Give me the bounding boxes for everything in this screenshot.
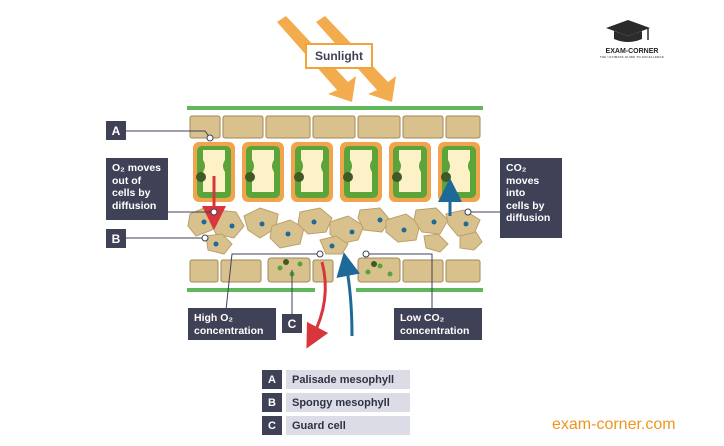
co2-entry-arrow bbox=[336, 252, 361, 337]
o2-exit-arrow bbox=[306, 261, 329, 349]
footer-link[interactable]: exam-corner.com bbox=[552, 416, 676, 433]
palisade-cells bbox=[193, 142, 480, 202]
key-letter: B bbox=[262, 393, 282, 412]
key-row-b: B Spongy mesophyll bbox=[262, 393, 410, 412]
graduation-cap-icon bbox=[606, 20, 650, 42]
brand-name: EXAM-CORNER bbox=[605, 48, 659, 55]
key-label: Spongy mesophyll bbox=[286, 393, 410, 412]
key-letter: A bbox=[262, 370, 282, 389]
sunlight-label: Sunlight bbox=[305, 43, 373, 69]
lower-cuticle-right bbox=[356, 288, 483, 292]
callout-a: A bbox=[106, 121, 126, 140]
o2-out-callout: O₂ moves out of cells by diffusion bbox=[106, 158, 168, 220]
spongy-mesophyll bbox=[187, 207, 483, 255]
callout-b: B bbox=[106, 229, 126, 248]
key-label: Palisade mesophyll bbox=[286, 370, 410, 389]
key-row-c: C Guard cell bbox=[262, 416, 410, 435]
brand-tagline: THE ULTIMATE GUIDE TO EXCELLENCE bbox=[599, 55, 665, 59]
key-row-a: A Palisade mesophyll bbox=[262, 370, 410, 389]
key-label: Guard cell bbox=[286, 416, 410, 435]
low-co2-callout: Low CO₂ concentration bbox=[394, 308, 482, 340]
upper-epidermis bbox=[189, 115, 481, 139]
brand-logo: EXAM-CORNER THE ULTIMATE GUIDE TO EXCELL… bbox=[596, 48, 668, 59]
leader-dots bbox=[201, 134, 472, 258]
upper-cuticle bbox=[187, 106, 483, 110]
guard-cells bbox=[267, 257, 401, 283]
co2-in-callout: CO₂ moves into cells by diffusion bbox=[500, 158, 562, 238]
key-letter: C bbox=[262, 416, 282, 435]
callout-c: C bbox=[282, 314, 302, 333]
spongy-nuclei bbox=[201, 217, 469, 249]
leader-lines bbox=[126, 130, 510, 316]
lower-cuticle-left bbox=[187, 288, 315, 292]
high-o2-callout: High O₂ concentration bbox=[188, 308, 276, 340]
lower-epidermis bbox=[189, 259, 481, 283]
